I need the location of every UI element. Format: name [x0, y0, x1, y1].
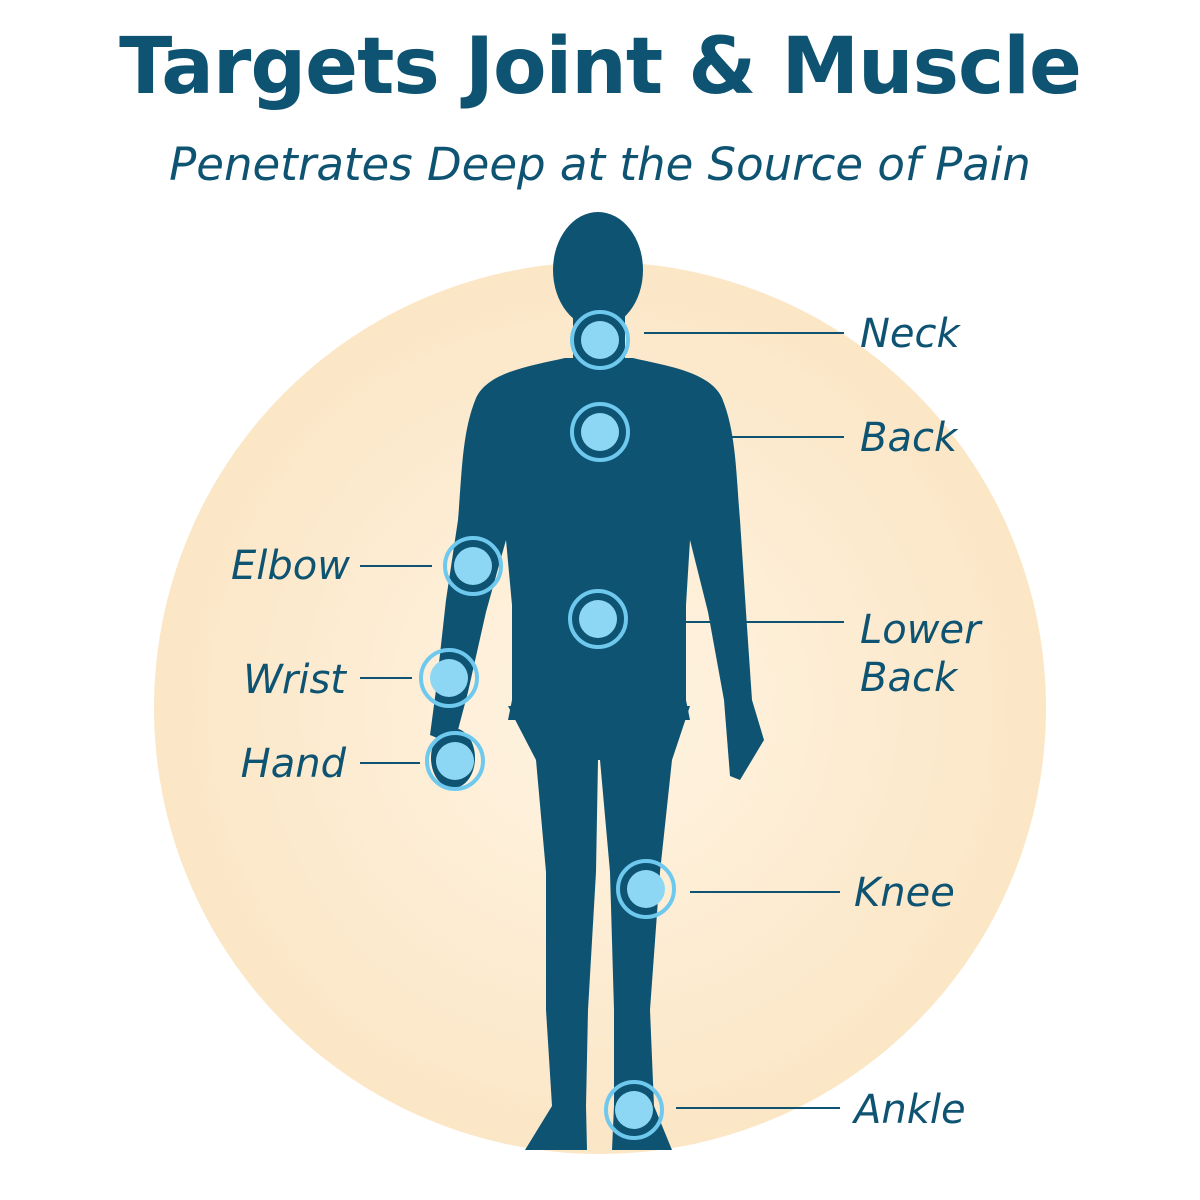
marker-ring	[568, 589, 628, 649]
marker-ring	[425, 731, 485, 791]
label-elbow: Elbow	[231, 543, 350, 589]
marker-ring	[443, 536, 503, 596]
silhouette-legs	[508, 706, 690, 1150]
marker-dot	[579, 600, 617, 638]
label-wrist: Wrist	[243, 657, 346, 703]
marker-dot	[454, 547, 492, 585]
pain-point-markers	[419, 310, 676, 1140]
marker-ring	[616, 859, 676, 919]
marker-wrist	[419, 648, 479, 708]
silhouette-head	[553, 212, 643, 328]
label-hand: Hand	[240, 741, 346, 787]
label-neck: Neck	[860, 311, 960, 357]
page-title: Targets Joint & Muscle	[119, 22, 1082, 112]
marker-back	[570, 402, 630, 462]
marker-ankle	[604, 1080, 664, 1140]
marker-knee	[616, 859, 676, 919]
marker-dot	[615, 1091, 653, 1129]
silhouette-torso	[430, 358, 764, 780]
marker-dot	[436, 742, 474, 780]
marker-ring	[604, 1080, 664, 1140]
label-ankle: Ankle	[854, 1087, 966, 1133]
label-lower-back: Lower Back	[860, 607, 981, 701]
marker-elbow	[443, 536, 503, 596]
marker-dot	[581, 321, 619, 359]
leader-lines	[360, 332, 844, 1109]
marker-ring	[570, 310, 630, 370]
marker-ring	[570, 402, 630, 462]
label-knee: Knee	[854, 870, 955, 916]
marker-neck	[570, 310, 630, 370]
marker-dot	[581, 413, 619, 451]
marker-ring	[419, 648, 479, 708]
page-subtitle: Penetrates Deep at the Source of Pain	[169, 138, 1031, 191]
marker-hand	[425, 731, 485, 791]
label-back: Back	[860, 415, 958, 461]
marker-lower-back	[568, 589, 628, 649]
marker-dot	[430, 659, 468, 697]
marker-dot	[627, 870, 665, 908]
